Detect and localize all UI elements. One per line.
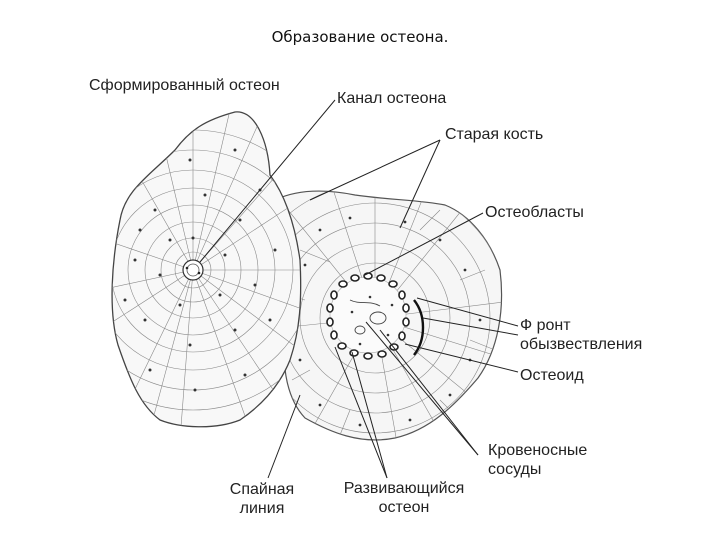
label-osteon-canal: Канал остеона	[337, 89, 446, 108]
label-developing-osteon-1: Развивающийся	[334, 479, 474, 498]
label-blood-vessels-1: Кровеносные	[488, 441, 587, 460]
label-calcification-front-2: обызвествления	[520, 335, 642, 354]
label-osteoid: Остеоид	[520, 366, 584, 385]
label-formed-osteon: Сформированный остеон	[89, 76, 280, 95]
label-old-bone: Старая кость	[445, 125, 543, 144]
label-cement-line-1: Спайная	[222, 480, 302, 499]
label-calcification-front-1: Ф ронт	[520, 316, 571, 335]
label-cement-line-2: линия	[222, 499, 302, 518]
label-blood-vessels-2: сосуды	[488, 460, 541, 479]
label-osteoblasts: Остеобласты	[485, 203, 584, 222]
osteon-canal	[183, 260, 203, 280]
label-developing-osteon-2: остеон	[334, 498, 474, 517]
